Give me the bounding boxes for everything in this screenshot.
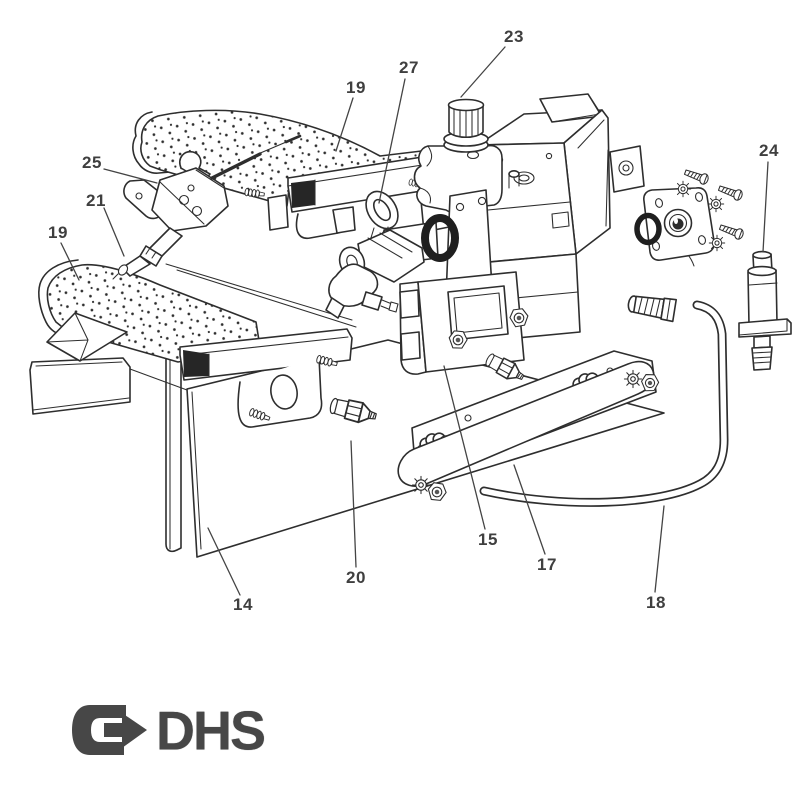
callout-23: 23 xyxy=(504,27,524,46)
burner-manifold xyxy=(397,360,655,487)
callout-27: 27 xyxy=(399,58,419,77)
burner-mounting-bracket xyxy=(399,271,525,375)
callout-25: 25 xyxy=(82,153,102,172)
callout-14: 14 xyxy=(233,595,253,614)
flange-plate-kit xyxy=(634,166,746,261)
callout-17: 17 xyxy=(537,555,557,574)
callout-18: 18 xyxy=(646,593,666,612)
callout-20: 20 xyxy=(346,568,366,587)
brand-logo-text: DHS xyxy=(156,700,266,762)
callout-19-left: 19 xyxy=(48,223,68,242)
union-elbow xyxy=(325,190,425,319)
callout-21: 21 xyxy=(86,191,106,210)
pilot-assembly xyxy=(112,134,302,280)
gas-supply-pipe xyxy=(479,241,729,507)
brand-logo: DHS xyxy=(70,700,266,762)
sensor-probe xyxy=(738,250,792,371)
arrow-right-c-icon xyxy=(72,705,147,755)
callout-15: 15 xyxy=(478,530,498,549)
callout-24: 24 xyxy=(759,141,779,160)
burner-plate-left xyxy=(29,259,353,428)
leader-lines xyxy=(60,46,769,596)
callout-19-top: 19 xyxy=(346,78,366,97)
